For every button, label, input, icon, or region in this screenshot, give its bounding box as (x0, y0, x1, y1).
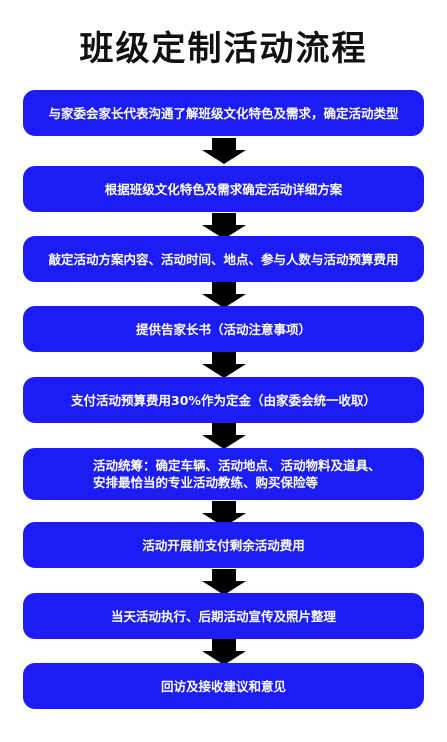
down-arrow-icon (202, 138, 246, 164)
down-arrow-icon (202, 213, 246, 239)
flow-step-9-text: 回访及接收建议和意见 (160, 678, 286, 694)
flow-step-8-text: 当天活动执行、后期活动宣传及照片整理 (110, 608, 336, 624)
flow-step-2-text: 根据班级文化特色及需求确定活动详细方案 (104, 181, 343, 197)
down-arrow-icon (202, 423, 246, 449)
down-arrow-icon (202, 639, 246, 665)
flow-step-2: 根据班级文化特色及需求确定活动详细方案 (23, 166, 424, 212)
flow-step-1: 与家委会家长代表沟通了解班级文化特色及需求，确定活动类型 (23, 90, 424, 136)
flow-step-3: 敲定活动方案内容、活动时间、地点、参与人数与活动预算费用 (23, 236, 424, 282)
page-title: 班级定制活动流程 (79, 29, 368, 69)
down-arrow-icon (202, 282, 246, 308)
down-arrow-icon (202, 352, 246, 378)
flow-step-4-text: 提供告家长书（活动注意事项） (135, 321, 311, 337)
down-arrow-icon (202, 569, 246, 595)
flow-step-9: 回访及接收建议和意见 (23, 663, 424, 709)
flow-step-6: 活动统筹：确定车辆、活动地点、活动物料及道具、 安排最恰当的专业活动教练、购买保… (23, 448, 424, 500)
flow-step-3-text: 敲定活动方案内容、活动时间、地点、参与人数与活动预算费用 (48, 251, 399, 267)
flow-step-6-text: 活动统筹：确定车辆、活动地点、活动物料及道具、 安排最恰当的专业活动教练、购买保… (93, 458, 381, 490)
flow-step-1-text: 与家委会家长代表沟通了解班级文化特色及需求，确定活动类型 (48, 105, 399, 121)
down-arrow-icon (202, 501, 246, 527)
flow-step-7: 活动开展前支付剩余活动费用 (23, 522, 424, 568)
flow-step-5-text: 支付活动预算费用30%作为定金（由家委会统一收取） (71, 392, 376, 408)
flow-step-8: 当天活动执行、后期活动宣传及照片整理 (23, 593, 424, 639)
flow-step-5: 支付活动预算费用30%作为定金（由家委会统一收取） (23, 377, 424, 423)
flow-step-7-text: 活动开展前支付剩余活动费用 (142, 537, 305, 553)
flow-step-4: 提供告家长书（活动注意事项） (23, 306, 424, 352)
